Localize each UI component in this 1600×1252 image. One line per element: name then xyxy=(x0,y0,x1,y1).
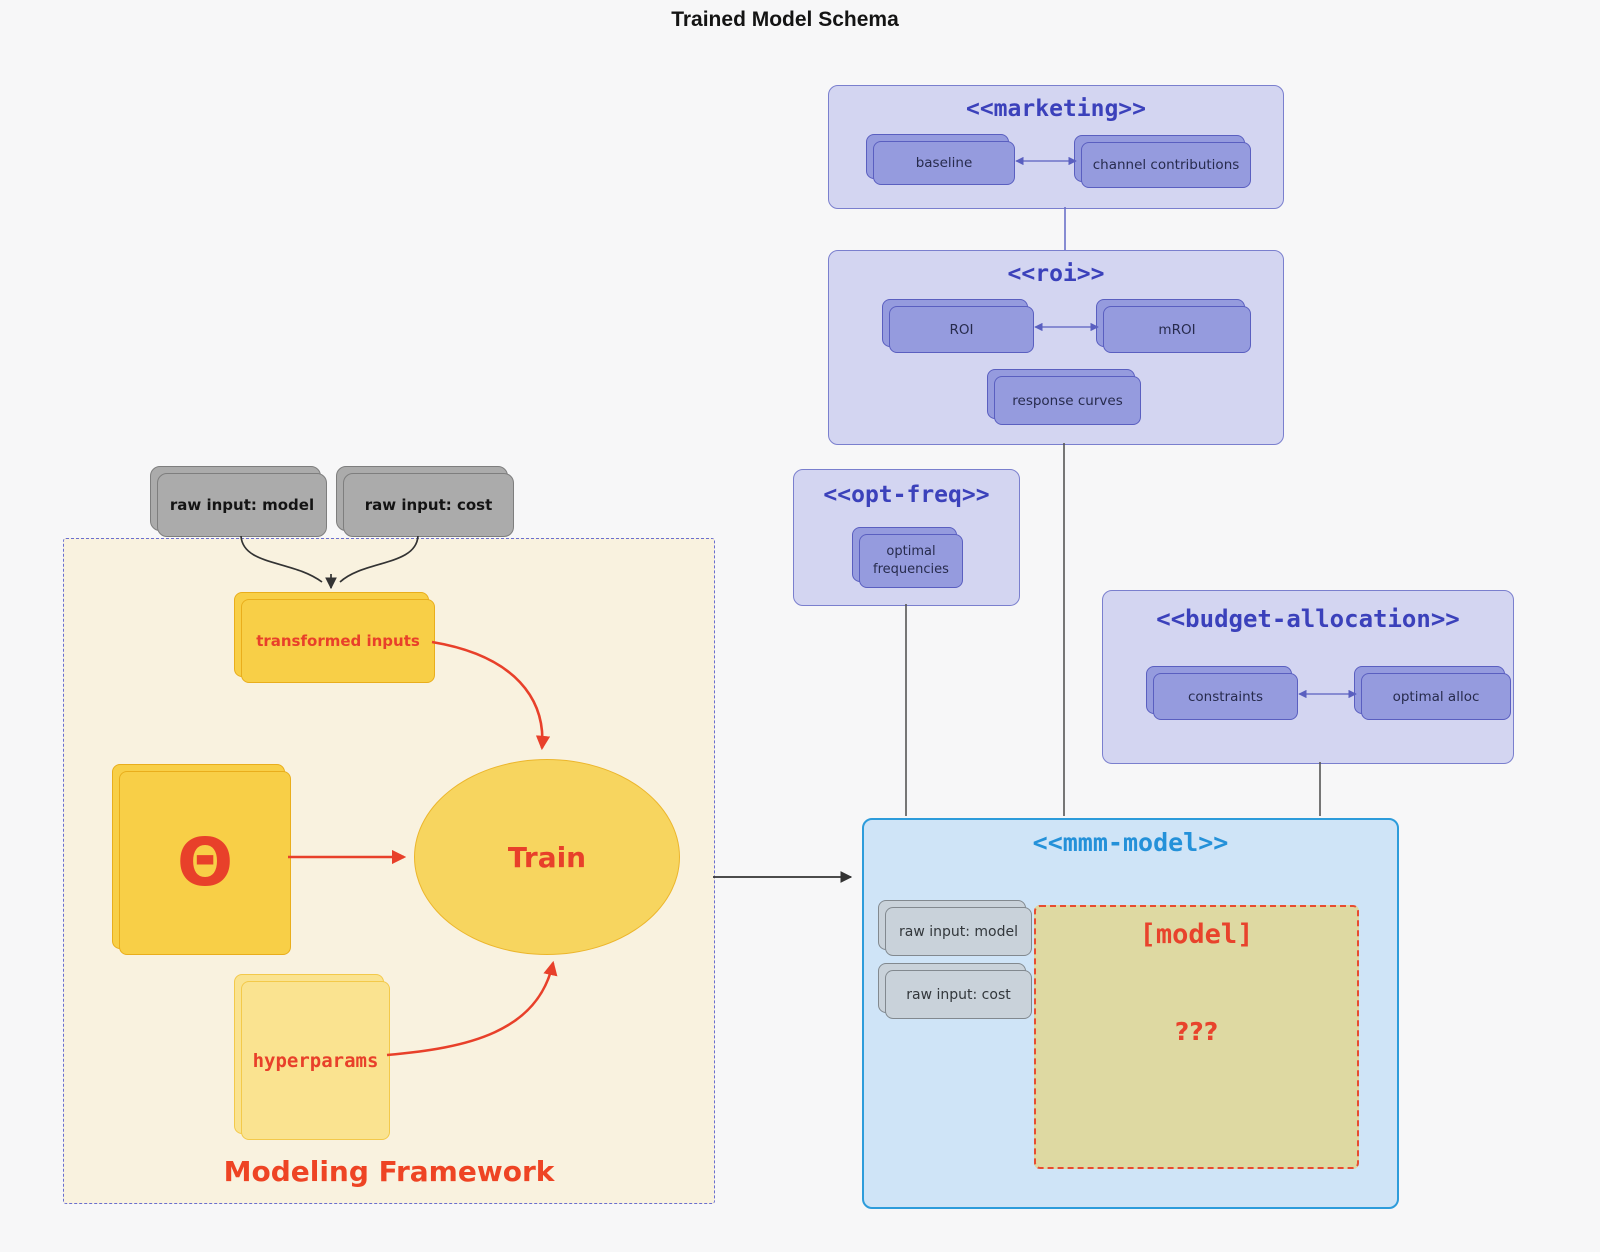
node-raw-input-model-inner-label: raw input: model xyxy=(898,923,1018,940)
node-mroi: mROI xyxy=(1103,306,1251,353)
node-model-placeholder-box: [model] ??? xyxy=(1034,905,1359,1169)
node-hyperparams: hyperparams xyxy=(241,981,390,1140)
node-roi: ROI xyxy=(889,306,1034,353)
group-mmm-model-title: <<mmm-model>> xyxy=(1032,828,1229,857)
group-modeling-framework: transformed inputs Θ Train hyperparams M… xyxy=(63,538,715,1204)
group-budget-allocation-title: <<budget-allocation>> xyxy=(1156,605,1460,633)
node-roi-label: ROI xyxy=(949,321,974,338)
node-mroi-label: mROI xyxy=(1158,321,1196,338)
node-optimal-frequencies: optimal frequencies xyxy=(859,534,963,588)
model-box-placeholder: ??? xyxy=(1174,1017,1219,1046)
node-transformed-inputs-label: transformed inputs xyxy=(256,632,420,650)
node-constraints-label: constraints xyxy=(1187,688,1264,705)
group-mmm-model: <<mmm-model>> raw input: model raw input… xyxy=(862,818,1399,1209)
node-channel-contributions: channel contributions xyxy=(1081,142,1251,188)
node-response-curves: response curves xyxy=(994,376,1141,425)
node-train-label: Train xyxy=(507,840,587,874)
node-raw-input-model-inner: raw input: model xyxy=(885,907,1032,956)
node-theta: Θ xyxy=(119,771,291,955)
group-opt-freq-title: <<opt-freq>> xyxy=(823,482,990,508)
theta-symbol: Θ xyxy=(176,824,234,901)
node-raw-input-cost-inner-label: raw input: cost xyxy=(906,986,1011,1003)
node-baseline: baseline xyxy=(873,141,1015,185)
node-transformed-inputs: transformed inputs xyxy=(241,599,435,683)
node-optimal-alloc-label: optimal alloc xyxy=(1392,688,1480,705)
group-opt-freq: <<opt-freq>> optimal frequencies xyxy=(793,469,1020,606)
node-constraints: constraints xyxy=(1153,673,1298,720)
group-modeling-framework-title: Modeling Framework xyxy=(223,1155,555,1188)
node-raw-input-model: raw input: model xyxy=(157,473,327,537)
node-raw-input-cost-label: raw input: cost xyxy=(364,496,493,514)
group-marketing: <<marketing>> baseline channel contribut… xyxy=(828,85,1284,209)
diagram-title: Trained Model Schema xyxy=(671,8,899,31)
node-response-curves-label: response curves xyxy=(1012,392,1123,409)
node-raw-input-model-label: raw input: model xyxy=(169,496,315,514)
node-channel-contributions-label: channel contributions xyxy=(1092,157,1240,173)
node-baseline-label: baseline xyxy=(915,155,973,171)
node-optimal-frequencies-label: optimal frequencies xyxy=(873,544,949,577)
group-marketing-title: <<marketing>> xyxy=(965,96,1146,122)
model-box-title: [model] xyxy=(1139,919,1254,950)
node-raw-input-cost: raw input: cost xyxy=(343,473,514,537)
node-hyperparams-label: hyperparams xyxy=(252,1049,379,1072)
node-train: Train xyxy=(414,759,680,955)
group-roi: <<roi>> ROI mROI response curves xyxy=(828,250,1284,445)
group-roi-title: <<roi>> xyxy=(1007,261,1105,287)
node-optimal-alloc: optimal alloc xyxy=(1361,673,1511,720)
node-raw-input-cost-inner: raw input: cost xyxy=(885,970,1032,1019)
group-budget-allocation: <<budget-allocation>> constraints optima… xyxy=(1102,590,1514,764)
